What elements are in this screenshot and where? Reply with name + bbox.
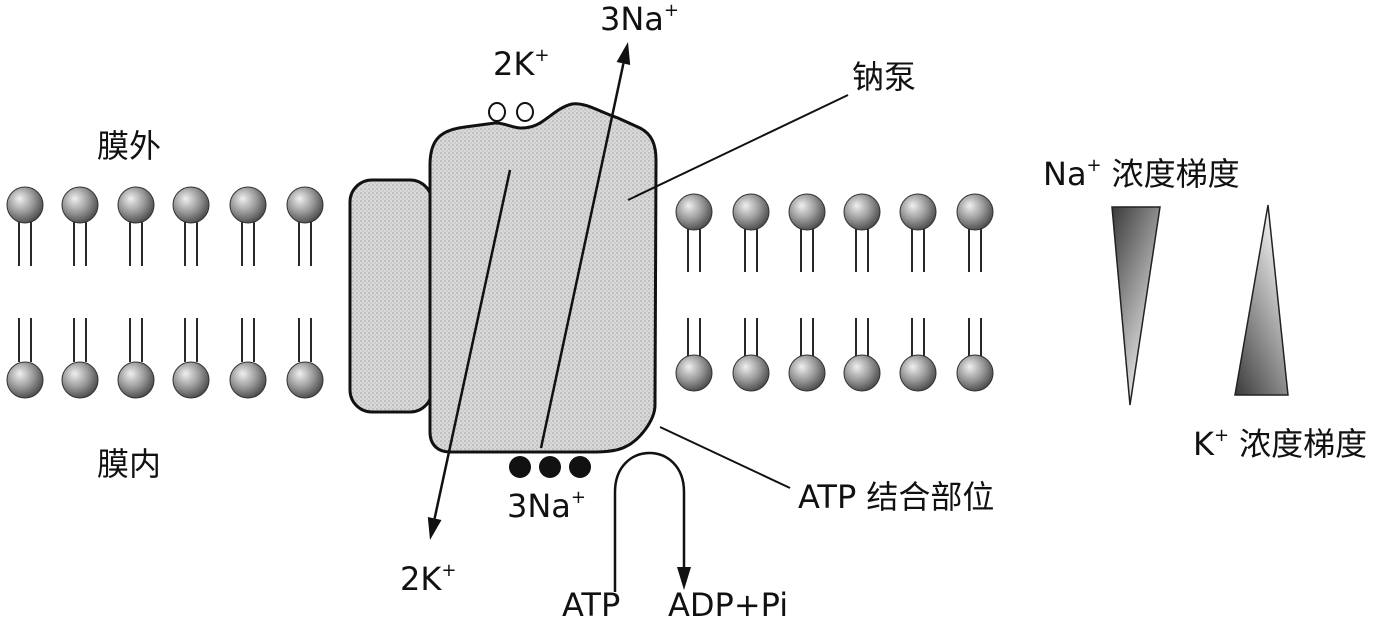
- lipid-head: [286, 186, 324, 224]
- bottom-potassium-label: 2K+: [400, 560, 456, 598]
- lipid-head: [61, 361, 99, 399]
- lipid-head: [172, 186, 210, 224]
- pump-label: 钠泵: [852, 58, 916, 96]
- pump-side-subunit: [348, 178, 434, 414]
- potassium-gradient-wedge: [1234, 204, 1289, 396]
- atp-site-leader-line: [659, 426, 791, 489]
- sodium-gradient-wedge: [1111, 206, 1161, 406]
- pump-leader-line: [627, 94, 849, 201]
- lipid-head: [675, 354, 713, 392]
- bottom-sodium-label: 3Na+: [507, 487, 586, 525]
- sodium-ion: [569, 456, 591, 478]
- sodium-efflux-arrow: [539, 42, 631, 449]
- pump-main-subunit: [428, 102, 658, 454]
- inside-membrane-label: 膜内: [97, 445, 161, 483]
- lipid-head: [6, 361, 44, 399]
- lipid-head: [788, 354, 826, 392]
- potassium-influx-arrow: [427, 169, 512, 540]
- potassium-ion: [516, 102, 534, 122]
- atp-binding-site-label: ATP 结合部位: [798, 478, 994, 516]
- lipid-head: [732, 354, 770, 392]
- sodium-gradient-label: Na+浓度梯度: [1043, 155, 1240, 193]
- sodium-ion: [509, 456, 531, 478]
- lipid-head: [956, 354, 994, 392]
- lipid-head: [117, 361, 155, 399]
- lipid-head: [788, 193, 826, 231]
- lipid-bilayer: [6, 186, 994, 399]
- top-sodium-label: 3Na+: [600, 0, 679, 38]
- lipid-head: [843, 193, 881, 231]
- lipid-head: [61, 186, 99, 224]
- sodium-ion: [539, 456, 561, 478]
- adp-pi-label: ADP+Pi: [668, 586, 788, 621]
- potassium-gradient-label: K+浓度梯度: [1193, 425, 1367, 463]
- outside-membrane-label: 膜外: [97, 127, 161, 165]
- top-potassium-label: 2K+: [493, 45, 549, 83]
- lipid-head: [172, 361, 210, 399]
- lipid-head: [956, 193, 994, 231]
- lipid-head: [229, 186, 267, 224]
- sodium-pump-protein: [348, 102, 658, 454]
- lipid-head: [286, 361, 324, 399]
- lipid-head: [732, 193, 770, 231]
- lipid-head: [229, 361, 267, 399]
- lipid-head: [117, 186, 155, 224]
- lipid-head: [675, 193, 713, 231]
- potassium-ion: [488, 102, 506, 122]
- lipid-head: [899, 354, 937, 392]
- lipid-head: [843, 354, 881, 392]
- lipid-head: [899, 193, 937, 231]
- lipid-head: [6, 186, 44, 224]
- atp-label: ATP: [562, 586, 620, 621]
- atp-hydrolysis-arrow: [613, 451, 691, 592]
